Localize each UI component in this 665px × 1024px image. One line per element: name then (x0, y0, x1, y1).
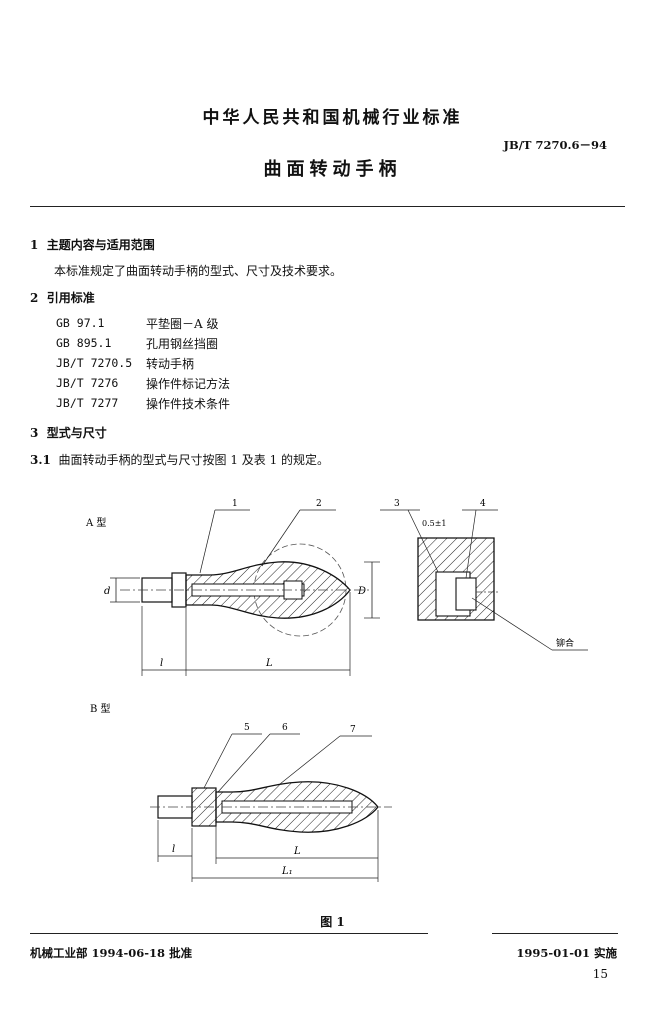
footer-rule-left (30, 933, 428, 934)
ref-code: JB/T 7277 (56, 396, 119, 410)
standard-number: JB/T 7270.6－94 (503, 138, 607, 152)
ref-name: 操作件标记方法 (146, 377, 231, 391)
dim-l-label-b: l (172, 844, 175, 855)
callout-2: 2 (316, 499, 322, 509)
approval-note: 机械工业部 1994-06-18 批准 (30, 946, 193, 960)
ref-name: 平垫圈－A 级 (146, 317, 219, 331)
figure-1-drawing: A 型 d D l L 1 2 3 0.5±1 4 铆合 B 型 (85, 499, 588, 882)
section-2-heading: 2 引用标准 (30, 291, 95, 305)
issuing-organization: 中华人民共和国机械行业标准 (202, 108, 463, 128)
ref-name: 操作件技术条件 (146, 397, 231, 411)
type-b-label: B 型 (90, 702, 111, 715)
header-rule (30, 206, 625, 207)
dim-l-label-a: l (160, 658, 163, 669)
dim-L-label-b: L (293, 846, 301, 857)
dim-L-label-a: L (265, 658, 273, 669)
document-title: 曲面转动手柄 (263, 159, 402, 180)
section-1-heading: 1 主题内容与适用范围 (30, 238, 155, 252)
ref-code: JB/T 7276 (56, 376, 119, 390)
dim-L1-label: L₁ (281, 866, 293, 877)
callout-6: 6 (282, 723, 288, 733)
page-number: 15 (592, 967, 608, 981)
ref-code: GB 895.1 (56, 336, 112, 350)
dim-D-label: D (357, 586, 366, 597)
dim-d-label: d (104, 586, 110, 597)
figure-caption: 图 1 (320, 915, 345, 929)
footer-rule-right (492, 933, 618, 934)
ref-name: 孔用钢丝挡圈 (146, 337, 219, 351)
type-a-label: A 型 (85, 516, 106, 529)
fit-note: 0.5±1 (422, 519, 447, 528)
section-3-1-text: 3.1 曲面转动手柄的型式与尺寸按图 1 及表 1 的规定。 (30, 453, 330, 467)
callout-3: 3 (394, 499, 400, 509)
section-1-text: 本标准规定了曲面转动手柄的型式、尺寸及技术要求。 (54, 264, 343, 278)
ref-code: GB 97.1 (56, 316, 105, 330)
rivet-note: 铆合 (556, 637, 574, 649)
callout-1: 1 (232, 499, 238, 509)
section-3-heading: 3 型式与尺寸 (30, 426, 107, 440)
ref-code: JB/T 7270.5 (56, 356, 133, 370)
callout-4: 4 (480, 499, 486, 509)
callout-5: 5 (244, 723, 250, 733)
ref-name: 转动手柄 (146, 357, 195, 371)
detail-rivet (455, 577, 477, 611)
callout-7: 7 (350, 725, 356, 735)
effective-date: 1995-01-01 实施 (516, 946, 617, 960)
